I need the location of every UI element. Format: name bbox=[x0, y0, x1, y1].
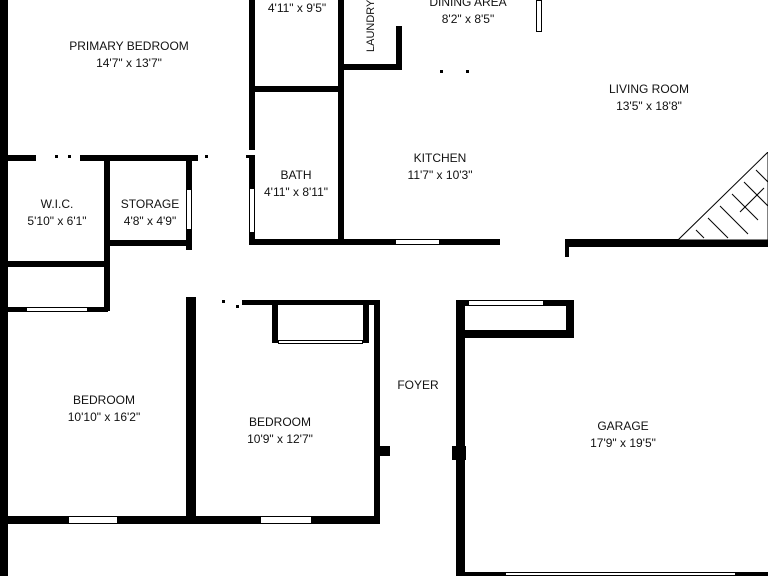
wall bbox=[374, 300, 380, 524]
door-mark bbox=[68, 155, 71, 158]
wall bbox=[0, 516, 68, 524]
room-dims: 4'8" x 4'9" bbox=[123, 214, 177, 228]
door-mark bbox=[222, 300, 225, 303]
wall bbox=[565, 239, 768, 247]
room-name: BATH bbox=[280, 168, 312, 182]
wall bbox=[88, 307, 108, 312]
wall bbox=[440, 239, 500, 245]
wall bbox=[338, 0, 344, 92]
window bbox=[186, 189, 192, 230]
door-mark bbox=[466, 70, 469, 73]
window bbox=[536, 0, 542, 32]
wall bbox=[544, 300, 574, 306]
door-mark bbox=[55, 155, 58, 158]
room-dims: 13'5" x 18'8" bbox=[616, 99, 682, 113]
wall bbox=[465, 572, 505, 576]
wall bbox=[249, 0, 255, 150]
wall bbox=[338, 64, 402, 70]
door-mark bbox=[440, 70, 443, 73]
room-label-bedroom-2: BEDROOM 10'9" x 12'7" bbox=[247, 414, 313, 448]
door-mark bbox=[246, 155, 249, 158]
window bbox=[505, 572, 736, 576]
wall bbox=[110, 240, 190, 246]
room-dims: 10'10" x 16'2" bbox=[67, 410, 141, 424]
room-label-living-room: LIVING ROOM 13'5" x 18'8" bbox=[609, 81, 689, 115]
window bbox=[68, 516, 118, 524]
room-name: DINING AREA bbox=[429, 0, 507, 9]
room-dims: 5'10" x 6'1" bbox=[27, 214, 87, 228]
room-name: LIVING ROOM bbox=[608, 82, 690, 96]
wall bbox=[242, 300, 379, 305]
wall bbox=[0, 261, 110, 267]
door-mark bbox=[205, 155, 208, 158]
room-name: KITCHEN bbox=[413, 151, 467, 165]
wall bbox=[458, 330, 574, 338]
wall bbox=[736, 572, 768, 576]
room-label-foyer: FOYER bbox=[397, 377, 438, 394]
room-label-wic: W.I.C. 5'10" x 6'1" bbox=[27, 196, 86, 230]
wall bbox=[380, 446, 390, 456]
room-name: PRIMARY BEDROOM bbox=[69, 39, 189, 53]
room-dims: 8'2" x 8'5" bbox=[441, 12, 495, 26]
wall bbox=[80, 155, 198, 161]
window bbox=[26, 307, 88, 312]
wall bbox=[255, 86, 344, 92]
wall bbox=[312, 516, 380, 524]
room-dims: 10'9" x 12'7" bbox=[247, 432, 313, 446]
wall bbox=[249, 239, 395, 245]
wall bbox=[272, 300, 278, 343]
window bbox=[260, 516, 312, 524]
wall bbox=[0, 0, 8, 576]
wall bbox=[0, 155, 36, 161]
room-label-storage: STORAGE 4'8" x 4'9" bbox=[121, 196, 179, 230]
wall bbox=[186, 297, 196, 523]
wall bbox=[338, 92, 344, 245]
window bbox=[249, 188, 255, 233]
room-name: W.I.C. bbox=[40, 197, 74, 211]
room-label-bedroom-1: BEDROOM 10'10" x 16'2" bbox=[68, 392, 141, 426]
room-name: GARAGE bbox=[597, 419, 649, 433]
wall bbox=[186, 161, 192, 189]
fireplace-icon bbox=[678, 152, 768, 241]
room-label-primary-bedroom: PRIMARY BEDROOM 14'7" x 13'7" bbox=[69, 38, 189, 72]
wall bbox=[118, 516, 260, 524]
door-mark bbox=[149, 240, 152, 243]
room-name: BEDROOM bbox=[248, 415, 311, 429]
wall bbox=[104, 161, 110, 311]
room-dims: 14'7" x 13'7" bbox=[96, 56, 162, 70]
wall bbox=[186, 230, 192, 250]
room-dims: 11'7" x 10'3" bbox=[407, 168, 473, 182]
window bbox=[278, 340, 363, 344]
room-dims: 17'9" x 19'5" bbox=[590, 436, 656, 450]
room-label-dining-area: DINING AREA 8'2" x 8'5" bbox=[429, 0, 506, 28]
room-label-garage: GARAGE 17'9" x 19'5" bbox=[590, 418, 656, 452]
wall bbox=[565, 239, 569, 257]
room-name: STORAGE bbox=[120, 197, 180, 211]
window bbox=[468, 300, 544, 306]
door-mark bbox=[650, 243, 653, 246]
room-label-closet-top: 4'11" x 9'5" bbox=[268, 0, 326, 17]
wall bbox=[456, 300, 468, 306]
wall bbox=[456, 300, 465, 576]
room-label-kitchen: KITCHEN 11'7" x 10'3" bbox=[408, 150, 473, 184]
window bbox=[395, 239, 440, 245]
wall bbox=[363, 305, 369, 343]
room-name: BEDROOM bbox=[72, 393, 135, 407]
wall bbox=[566, 300, 574, 338]
room-dims: 4'11" x 8'11" bbox=[263, 185, 329, 199]
room-dims: 4'11" x 9'5" bbox=[267, 1, 327, 15]
room-name-laundry: LAUNDRY bbox=[365, 0, 377, 52]
door-mark bbox=[236, 305, 239, 308]
wall bbox=[396, 26, 402, 70]
wall bbox=[0, 307, 26, 312]
room-name: FOYER bbox=[397, 378, 439, 392]
room-label-bath: BATH 4'11" x 8'11" bbox=[264, 167, 328, 201]
